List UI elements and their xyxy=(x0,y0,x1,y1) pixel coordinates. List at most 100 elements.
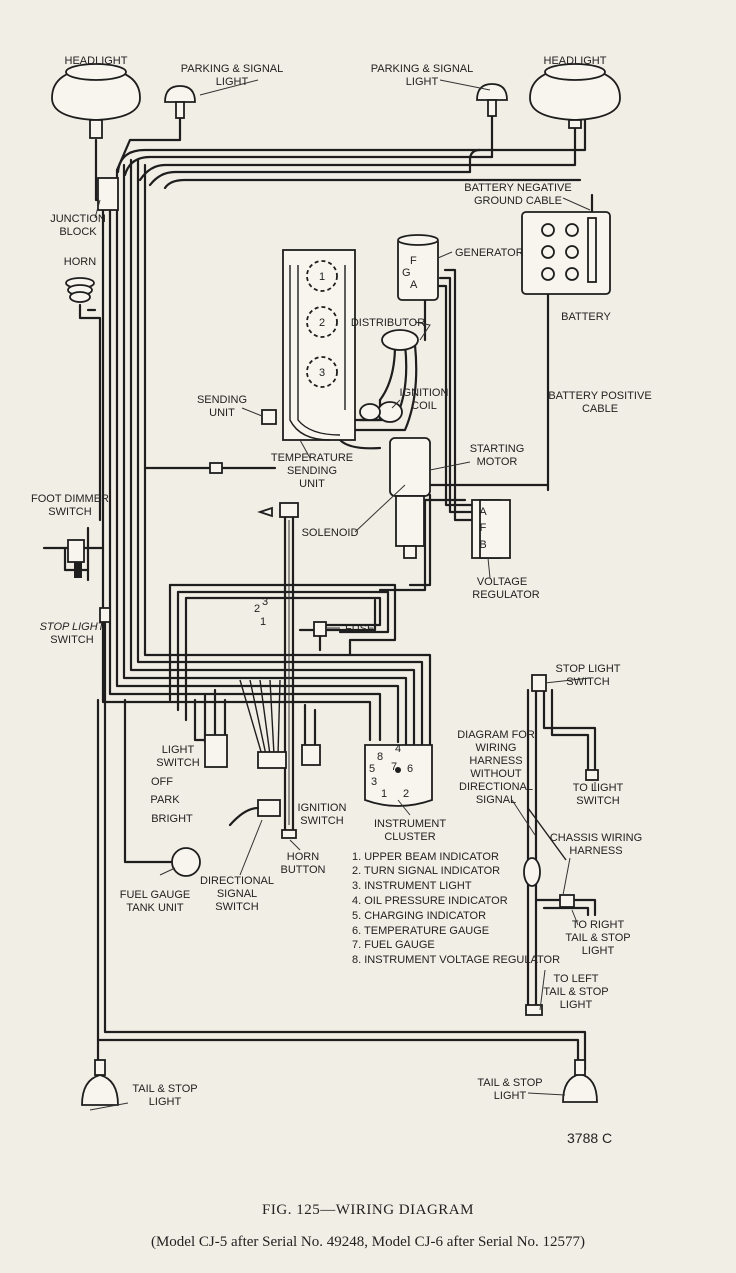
battery-label: BATTERY xyxy=(561,311,611,323)
to-left-tail-label-3: LIGHT xyxy=(560,999,593,1011)
to-left-tail-label-2: TAIL & STOP xyxy=(543,986,608,998)
fuse-label: FUSE xyxy=(345,623,374,635)
to-right-tail-label-3: LIGHT xyxy=(582,945,615,957)
diagram-for-label-2: WIRING xyxy=(476,742,517,754)
voltage-regulator-label-2: REGULATOR xyxy=(472,589,539,601)
cluster-number-5: 5 xyxy=(369,763,375,775)
headlight-right xyxy=(529,63,621,129)
chassis-harness-label-2: HARNESS xyxy=(569,845,622,857)
directional-switch-label-2: SIGNAL xyxy=(217,888,257,900)
temperature-sending-unit xyxy=(257,502,299,518)
engine-block xyxy=(282,249,356,441)
legend-item-5: 5. CHARGING INDICATOR xyxy=(352,910,486,922)
stop-light-right-label-2: SWITCH xyxy=(566,676,609,688)
tail-left-label-1: TAIL & STOP xyxy=(132,1083,197,1095)
light-switch-off-label: OFF xyxy=(151,776,173,788)
inset-connectors xyxy=(523,769,599,1016)
diagram-for-label-5: DIRECTIONAL xyxy=(459,781,533,793)
distributor-and-coil xyxy=(359,329,419,423)
legend-item-3: 3. INSTRUMENT LIGHT xyxy=(352,880,472,892)
voltage-regulator xyxy=(471,499,511,559)
horn xyxy=(65,277,95,303)
fuel-gauge-label-2: TANK UNIT xyxy=(126,902,184,914)
generator-label: GENERATOR xyxy=(455,247,524,259)
light-switch-number-3: 3 xyxy=(262,596,268,608)
directional-signal-switch xyxy=(228,751,287,827)
component-labels: HEADLIGHT HEADLIGHT PARKING & SIGNAL LIG… xyxy=(31,55,652,1146)
leader-lines xyxy=(89,79,596,1111)
cylinder-3-label: 3 xyxy=(319,367,325,379)
diagram-for-label-3: HARNESS xyxy=(469,755,522,767)
legend-item-2: 2. TURN SIGNAL INDICATOR xyxy=(352,865,500,877)
solenoid-label: SOLENOID xyxy=(302,527,359,539)
directional-switch-label-1: DIRECTIONAL xyxy=(200,875,274,887)
diagram-for-label-4: WITHOUT xyxy=(470,768,522,780)
legend-item-7: 7. FUEL GAUGE xyxy=(352,939,435,951)
battery-positive-label-1: BATTERY POSITIVE xyxy=(548,390,651,402)
stop-light-right-label-1: STOP LIGHT xyxy=(555,663,620,675)
inset-stop-light-switch xyxy=(531,674,547,692)
tail-light-left xyxy=(81,1059,119,1106)
temperature-sending-label-3: UNIT xyxy=(299,478,325,490)
headlight-left xyxy=(51,63,141,139)
horn-button xyxy=(281,829,297,839)
regulator-terminal-b: B xyxy=(479,539,486,551)
light-switch-number-2: 2 xyxy=(254,603,260,615)
headlight-left-label: HEADLIGHT xyxy=(65,55,128,67)
cylinder-2-label: 2 xyxy=(319,317,325,329)
battery xyxy=(521,211,611,295)
tail-left-label-2: LIGHT xyxy=(149,1096,182,1108)
stop-light-left-label-2: SWITCH xyxy=(50,634,93,646)
battery-positive-label-2: CABLE xyxy=(582,403,618,415)
light-switch xyxy=(204,734,228,768)
light-switch-label-1: LIGHT xyxy=(162,744,195,756)
voltage-regulator-label-1: VOLTAGE xyxy=(477,576,527,588)
headlight-right-label: HEADLIGHT xyxy=(544,55,607,67)
cluster-number-3: 3 xyxy=(371,776,377,788)
parking-light-right xyxy=(476,83,508,117)
legend-item-6: 6. TEMPERATURE GAUGE xyxy=(352,925,489,937)
regulator-terminal-f: F xyxy=(480,522,487,534)
light-switch-park-label: PARK xyxy=(150,794,180,806)
fuse xyxy=(313,621,327,637)
instrument-cluster xyxy=(364,744,433,807)
figure-caption: FIG. 125—WIRING DIAGRAM (Model CJ-5 afte… xyxy=(151,1202,585,1250)
junction-block-label-2: BLOCK xyxy=(59,226,97,238)
cluster-number-4: 4 xyxy=(395,743,401,755)
battery-negative-label-2: GROUND CABLE xyxy=(474,195,562,207)
wiring-harness xyxy=(42,113,597,1072)
parking-light-left xyxy=(164,85,196,119)
battery-negative-label-1: BATTERY NEGATIVE xyxy=(464,182,571,194)
tail-right-label-2: LIGHT xyxy=(494,1090,527,1102)
ignition-coil-label-1: IGNITION xyxy=(400,387,449,399)
temperature-sending-label-2: SENDING xyxy=(287,465,337,477)
diagram-for-label-1: DIAGRAM FOR xyxy=(457,729,535,741)
caption-title: FIG. 125—WIRING DIAGRAM xyxy=(262,1202,474,1218)
horn-button-label-1: HORN xyxy=(287,851,319,863)
tail-light-right xyxy=(562,1059,598,1103)
cylinder-1-label: 1 xyxy=(319,271,325,283)
sending-unit-label-2: UNIT xyxy=(209,407,235,419)
stop-light-switch-left xyxy=(99,607,111,623)
to-right-tail-label-2: TAIL & STOP xyxy=(565,932,630,944)
parking-left-label-2: LIGHT xyxy=(216,76,249,88)
instrument-cluster-label-1: INSTRUMENT xyxy=(374,818,446,830)
generator xyxy=(397,234,439,301)
distributor-label: DISTRIBUTOR xyxy=(351,317,425,329)
caption-subtitle: (Model CJ-5 after Serial No. 49248, Mode… xyxy=(151,1234,585,1250)
starting-motor xyxy=(389,437,431,559)
cluster-number-6: 6 xyxy=(407,763,413,775)
cluster-number-1: 1 xyxy=(381,788,387,800)
legend-item-4: 4. OIL PRESSURE INDICATOR xyxy=(352,895,508,907)
to-right-tail-label-1: TO RIGHT xyxy=(572,919,625,931)
parking-right-label-1: PARKING & SIGNAL xyxy=(371,63,474,75)
cluster-number-2: 2 xyxy=(403,788,409,800)
temperature-sending-label-1: TEMPERATURE xyxy=(271,452,353,464)
fuel-gauge-label-1: FUEL GAUGE xyxy=(120,889,191,901)
light-switch-number-1: 1 xyxy=(260,616,266,628)
generator-terminal-a: A xyxy=(410,279,418,291)
stop-light-left-label-1: STOP LIGHT xyxy=(40,621,106,633)
to-left-tail-label-1: TO LEFT xyxy=(553,973,598,985)
